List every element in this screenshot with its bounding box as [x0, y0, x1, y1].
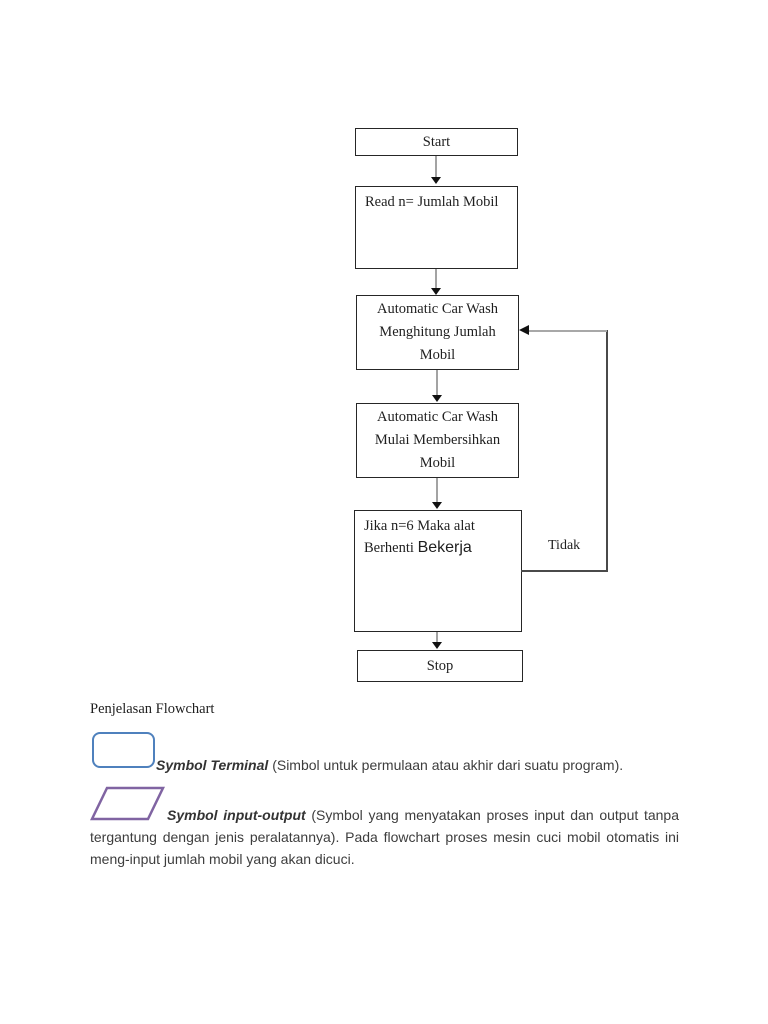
terminal-symbol-shape	[92, 732, 155, 768]
connector-decision-stop	[436, 632, 438, 643]
io-paragraph-line2: tergantung dengan jenis peralatannya). P…	[90, 829, 679, 845]
node-count-line: Automatic Car Wash	[377, 301, 498, 317]
arrowhead-down-icon	[432, 395, 442, 402]
arrowhead-down-icon	[431, 288, 441, 295]
io-paragraph-line3: meng-input jumlah mobil yang akan dicuci…	[90, 851, 355, 867]
flowchart-node-count-cars: Automatic Car Wash Menghitung Jumlah Mob…	[356, 295, 519, 370]
node-decision-line1: Jika n=6 Maka alat	[364, 518, 475, 534]
node-count-line: Menghitung Jumlah	[379, 324, 496, 340]
terminal-symbol-description: Symbol Terminal (Simbol untuk permulaan …	[156, 755, 716, 775]
node-stop-label: Stop	[426, 657, 454, 674]
node-wash-line: Mobil	[419, 455, 456, 471]
loop-line-bottom	[521, 570, 608, 572]
flowchart-node-stop: Stop	[357, 650, 523, 682]
parallelogram-outline	[90, 786, 165, 821]
flowchart-node-decision: Jika n=6 Maka alat Berhenti Bekerja	[354, 510, 522, 632]
flowchart-node-start: Start	[355, 128, 518, 156]
arrowhead-down-icon	[432, 642, 442, 649]
loop-line-top	[529, 330, 607, 332]
connector-count-wash	[436, 370, 438, 395]
node-decision-line2: Berhenti Bekerja	[364, 539, 472, 556]
node-start-label: Start	[422, 133, 451, 150]
connector-start-read	[435, 156, 437, 177]
node-wash-line: Automatic Car Wash	[377, 409, 498, 425]
loop-line-vertical	[606, 330, 608, 572]
flowchart-node-wash-cars: Automatic Car Wash Mulai Membersihkan Mo…	[356, 403, 519, 478]
arrowhead-down-icon	[432, 502, 442, 509]
io-text-indent	[90, 819, 167, 820]
node-count-line: Mobil	[419, 347, 456, 363]
input-output-description: Symbol input-output (Symbol yang menyata…	[90, 804, 679, 870]
connector-wash-decision	[436, 478, 438, 502]
io-paragraph-line1: Symbol input-output (Symbol yang menyata…	[90, 804, 679, 826]
arrowhead-down-icon	[431, 177, 441, 184]
arrowhead-left-icon	[519, 325, 529, 335]
connector-read-count	[435, 269, 437, 288]
flowchart-node-read-input: Read n= Jumlah Mobil	[355, 186, 518, 269]
input-output-symbol-shape	[90, 786, 165, 821]
terminal-symbol-name: Symbol Terminal	[156, 757, 269, 773]
io-line1-text: (Symbol yang menyatakan proses input dan…	[311, 807, 679, 823]
terminal-symbol-desc-text: (Simbol untuk permulaan atau akhir dari …	[272, 757, 624, 773]
explanation-heading: Penjelasan Flowchart	[90, 701, 215, 717]
input-output-symbol-name: Symbol input-output	[167, 807, 306, 823]
edge-label-no: Tidak	[548, 538, 581, 553]
node-wash-line: Mulai Membersihkan	[374, 432, 501, 448]
node-read-label: Read n= Jumlah Mobil	[365, 194, 499, 210]
